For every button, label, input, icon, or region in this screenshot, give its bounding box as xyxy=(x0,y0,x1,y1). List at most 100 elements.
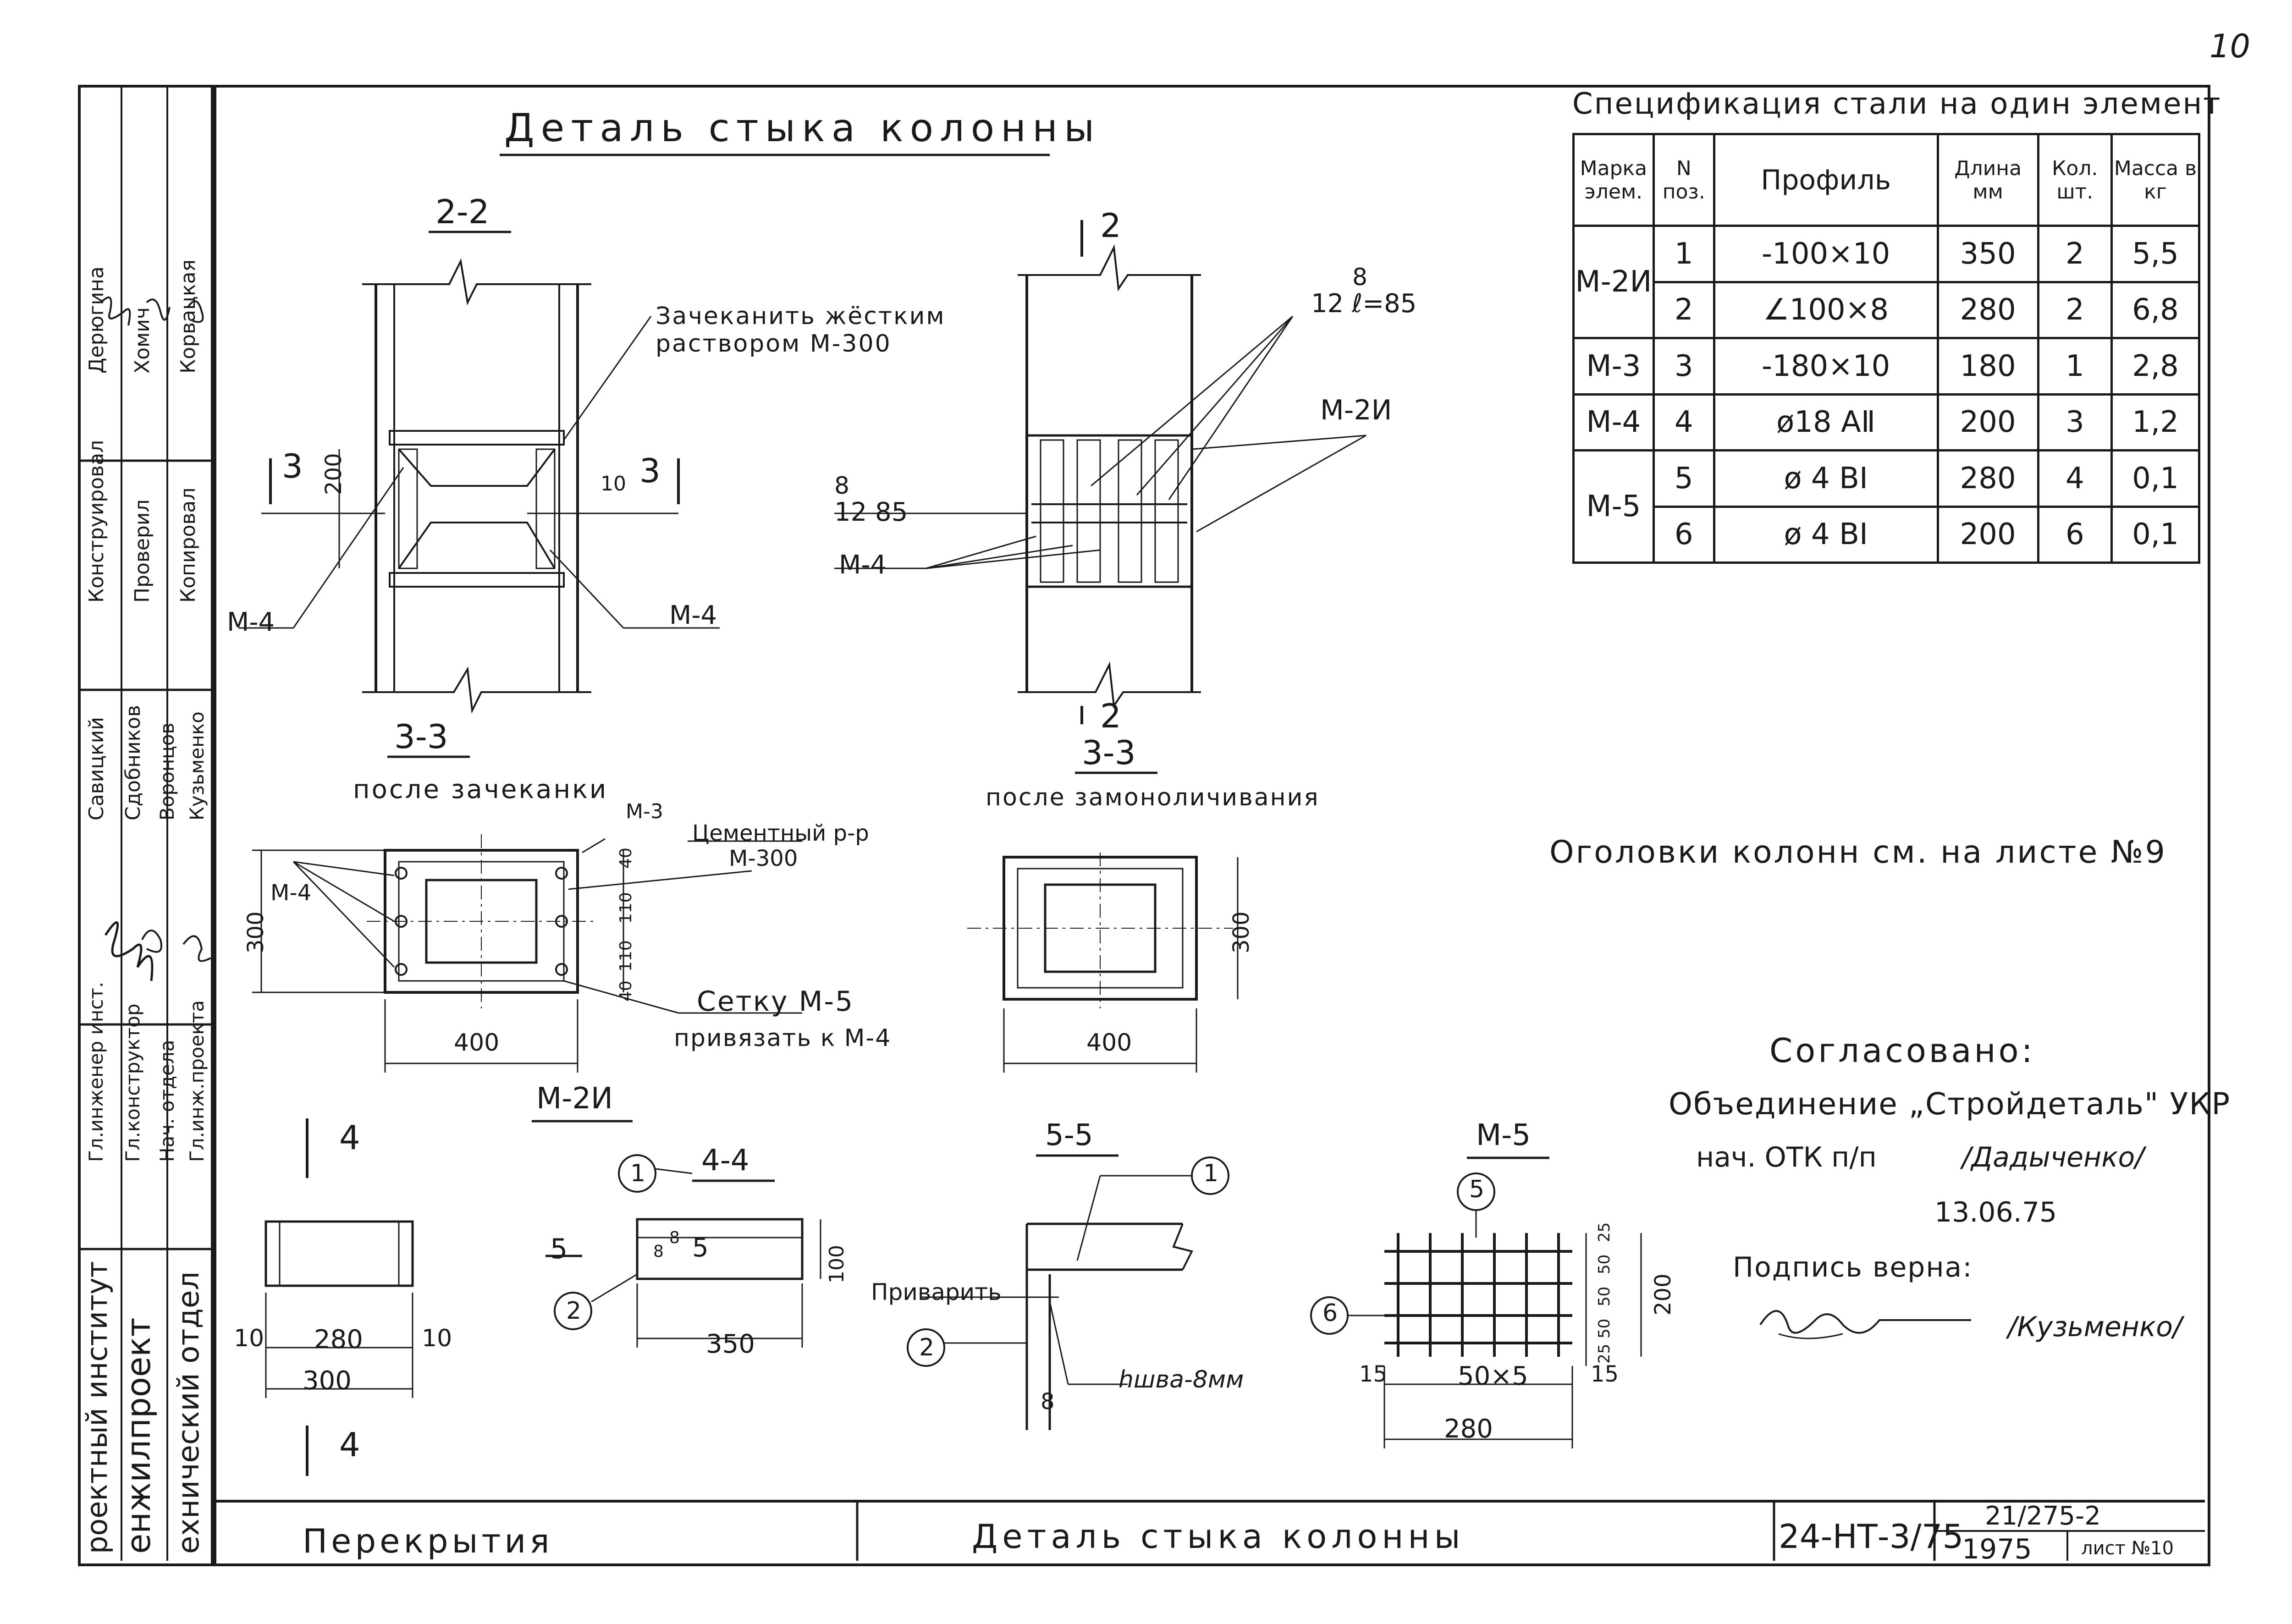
verifier-signature xyxy=(1759,1310,1971,1339)
note-column-heads: Оголовки колонн см. на листе №9 xyxy=(1549,834,2167,870)
spec-mass: 5,5 xyxy=(2110,225,2201,283)
spec-header-mass: Масса в кг xyxy=(2110,133,2201,227)
grout-note-1: Зачеканить жёстким xyxy=(656,303,946,330)
spec-len: 200 xyxy=(1936,505,2039,564)
side-view xyxy=(834,220,1366,724)
verified-label: Подпись верна: xyxy=(1733,1251,1973,1283)
weld-note: Приварить xyxy=(871,1279,1002,1305)
dim-400-b: 400 xyxy=(1086,1029,1132,1057)
spec-qty: 1 xyxy=(2037,337,2113,396)
cut-2-top: 2 xyxy=(1100,206,1121,245)
spec-mass: 0,1 xyxy=(2110,449,2201,508)
dim-40-a: 40 xyxy=(617,848,635,869)
dim-110-b: 110 xyxy=(617,940,635,972)
spec-mark: М-2И xyxy=(1572,225,1655,339)
spec-qty: 2 xyxy=(2037,225,2113,283)
spec-profile: ø18 АⅡ xyxy=(1713,393,1939,451)
spec-profile: -100×10 xyxy=(1713,225,1939,283)
spec-profile: ø 4 ВⅠ xyxy=(1713,505,1939,564)
spec-pos: 5 xyxy=(1652,449,1715,508)
section-3-3-b xyxy=(967,853,1239,1073)
spec-header-profile: Профиль xyxy=(1713,133,1939,227)
title-underline xyxy=(500,154,1050,156)
side-institute-1: роектный институт xyxy=(80,1261,114,1554)
section-4-4-side-5: 5 xyxy=(550,1233,568,1265)
section-4-4-label: 4-4 xyxy=(701,1144,749,1178)
section-3-3-b-label: 3-3 xyxy=(1082,733,1136,772)
signature-marks xyxy=(100,296,211,981)
weld-top-num: 8 xyxy=(1352,264,1368,291)
spec-len: 350 xyxy=(1936,225,2039,283)
spec-mass: 0,1 xyxy=(2110,505,2201,564)
spec-mass: 6,8 xyxy=(2110,281,2201,339)
dim-15-right: 15 xyxy=(1591,1361,1619,1387)
cut-2-bottom: 2 xyxy=(1100,697,1121,735)
cut-3-right: 3 xyxy=(639,451,661,490)
spec-row: М-2И 1 -100×10 350 2 5,5 xyxy=(1572,225,2201,339)
title-block-code: 24-НТ-3/75 xyxy=(1779,1517,1964,1556)
spec-header-pos: N поз. xyxy=(1652,133,1715,227)
section-5-5-underline xyxy=(1036,1154,1118,1157)
weld-height: hшва-8мм xyxy=(1118,1366,1244,1393)
dim-10-left: 10 xyxy=(234,1325,264,1352)
spec-table: Спецификация стали на один элемент Марка… xyxy=(1572,87,2220,568)
spec-mass: 2,8 xyxy=(2110,337,2201,396)
callout-5: 5 xyxy=(1469,1176,1485,1203)
dim-50-a: 50 xyxy=(1595,1254,1614,1274)
spec-row: 2 ∠100×8 280 2 6,8 xyxy=(1574,281,2201,339)
spec-mark: М-5 xyxy=(1572,449,1655,564)
section-5-5-label: 5-5 xyxy=(1045,1118,1093,1152)
m3-label: М-3 xyxy=(626,800,663,823)
title-block-sheet: лист №10 xyxy=(2081,1538,2174,1559)
section-3-3-a-sub: после зачеканки xyxy=(353,775,608,804)
page-number: 10 xyxy=(2209,28,2251,65)
spec-qty: 3 xyxy=(2037,393,2113,451)
approval-date: 13.06.75 xyxy=(1934,1196,2057,1228)
approval-name: /Дадыченко/ xyxy=(1962,1141,2144,1173)
spec-qty: 6 xyxy=(2037,505,2113,564)
page-title: Деталь стыка колонны xyxy=(504,105,1101,150)
dim-400-a: 400 xyxy=(454,1029,500,1057)
spec-mark: М-4 xyxy=(1572,393,1655,451)
m4-section-label: М-4 xyxy=(270,880,312,906)
m5-label: М-5 xyxy=(1476,1118,1531,1152)
m4-right-label: М-4 xyxy=(669,600,717,630)
spec-mark: М-3 xyxy=(1572,337,1655,396)
mesh-note-2: привязать к М-4 xyxy=(674,1024,892,1052)
spec-row: М-5 5 ø 4 ВⅠ 280 4 0,1 xyxy=(1572,449,2201,564)
dim-50x5: 50×5 xyxy=(1458,1361,1528,1391)
m2i-label-side: М-2И xyxy=(1320,394,1392,426)
cement-note-2: М-300 xyxy=(729,846,798,871)
spec-profile: ø 4 ВⅠ xyxy=(1713,449,1939,508)
spec-len: 280 xyxy=(1936,281,2039,339)
spec-profile: ∠100×8 xyxy=(1713,281,1939,339)
spec-grid: Марка элем. N поз. Профиль Длина мм Кол.… xyxy=(1572,133,2201,564)
m2i-detail-label: М-2И xyxy=(536,1082,613,1116)
callout-2-5-5: 2 xyxy=(919,1334,935,1361)
spec-pos: 6 xyxy=(1652,505,1715,564)
side-stamp-lines xyxy=(78,85,211,1561)
callout-6: 6 xyxy=(1322,1299,1338,1327)
section-3-3-a xyxy=(252,834,802,1073)
spec-row: М-3 3 -180×10 180 1 2,8 xyxy=(1572,337,2201,396)
side-department: ехнический отдел xyxy=(172,1271,206,1554)
cut-4-bottom: 4 xyxy=(339,1426,360,1464)
spec-pos: 1 xyxy=(1652,225,1715,283)
dim-280-m5: 280 xyxy=(1444,1414,1493,1444)
title-block-sheet-title: Деталь стыка колонны xyxy=(972,1517,1465,1556)
weld-mid: 12 85 xyxy=(834,497,908,527)
spec-pos: 3 xyxy=(1652,337,1715,396)
section-4-4-underline xyxy=(692,1179,775,1182)
title-block-lines xyxy=(211,1500,2205,1561)
weld-5: 5 xyxy=(692,1233,709,1263)
dim-25-top: 25 xyxy=(1595,1222,1614,1242)
grout-note-2: раствором М-300 xyxy=(656,330,892,358)
verifier-name: /Кузьменко/ xyxy=(2008,1311,2182,1343)
spec-profile: -180×10 xyxy=(1713,337,1939,396)
dim-200: 200 xyxy=(321,453,347,495)
dim-50-b: 50 xyxy=(1595,1286,1614,1306)
m2i-detail xyxy=(264,1118,414,1476)
approval-role: нач. ОТК п/п xyxy=(1696,1141,1877,1173)
title-block-section: Перекрытия xyxy=(303,1522,553,1560)
dim-25-bottom: 25 xyxy=(1595,1343,1614,1364)
